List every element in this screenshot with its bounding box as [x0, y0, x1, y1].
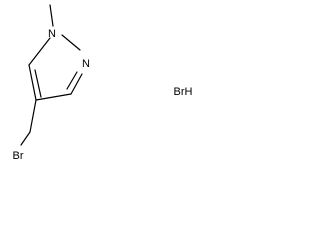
bond-c4-ch2 — [29, 99, 37, 133]
bond-n1-n2 — [61, 34, 81, 51]
bond-ch2-br — [20, 131, 31, 146]
bond-n1-c5 — [28, 37, 51, 66]
atom-n2-label: N — [82, 58, 90, 70]
bond-n2-c3-inner — [66, 71, 78, 90]
bond-c4-c3 — [35, 93, 72, 101]
chemical-structure-diagram: N N Br BrH — [13, 4, 193, 162]
salt-brh-label: BrH — [174, 86, 193, 98]
bond-methyl-n1 — [49, 4, 54, 27]
bond-n2-c3 — [70, 73, 83, 95]
atom-n1-label: N — [48, 28, 56, 40]
bond-c5-c4-inner — [34, 69, 42, 98]
bond-c5-c4 — [28, 64, 37, 101]
atom-br-label: Br — [13, 150, 24, 162]
